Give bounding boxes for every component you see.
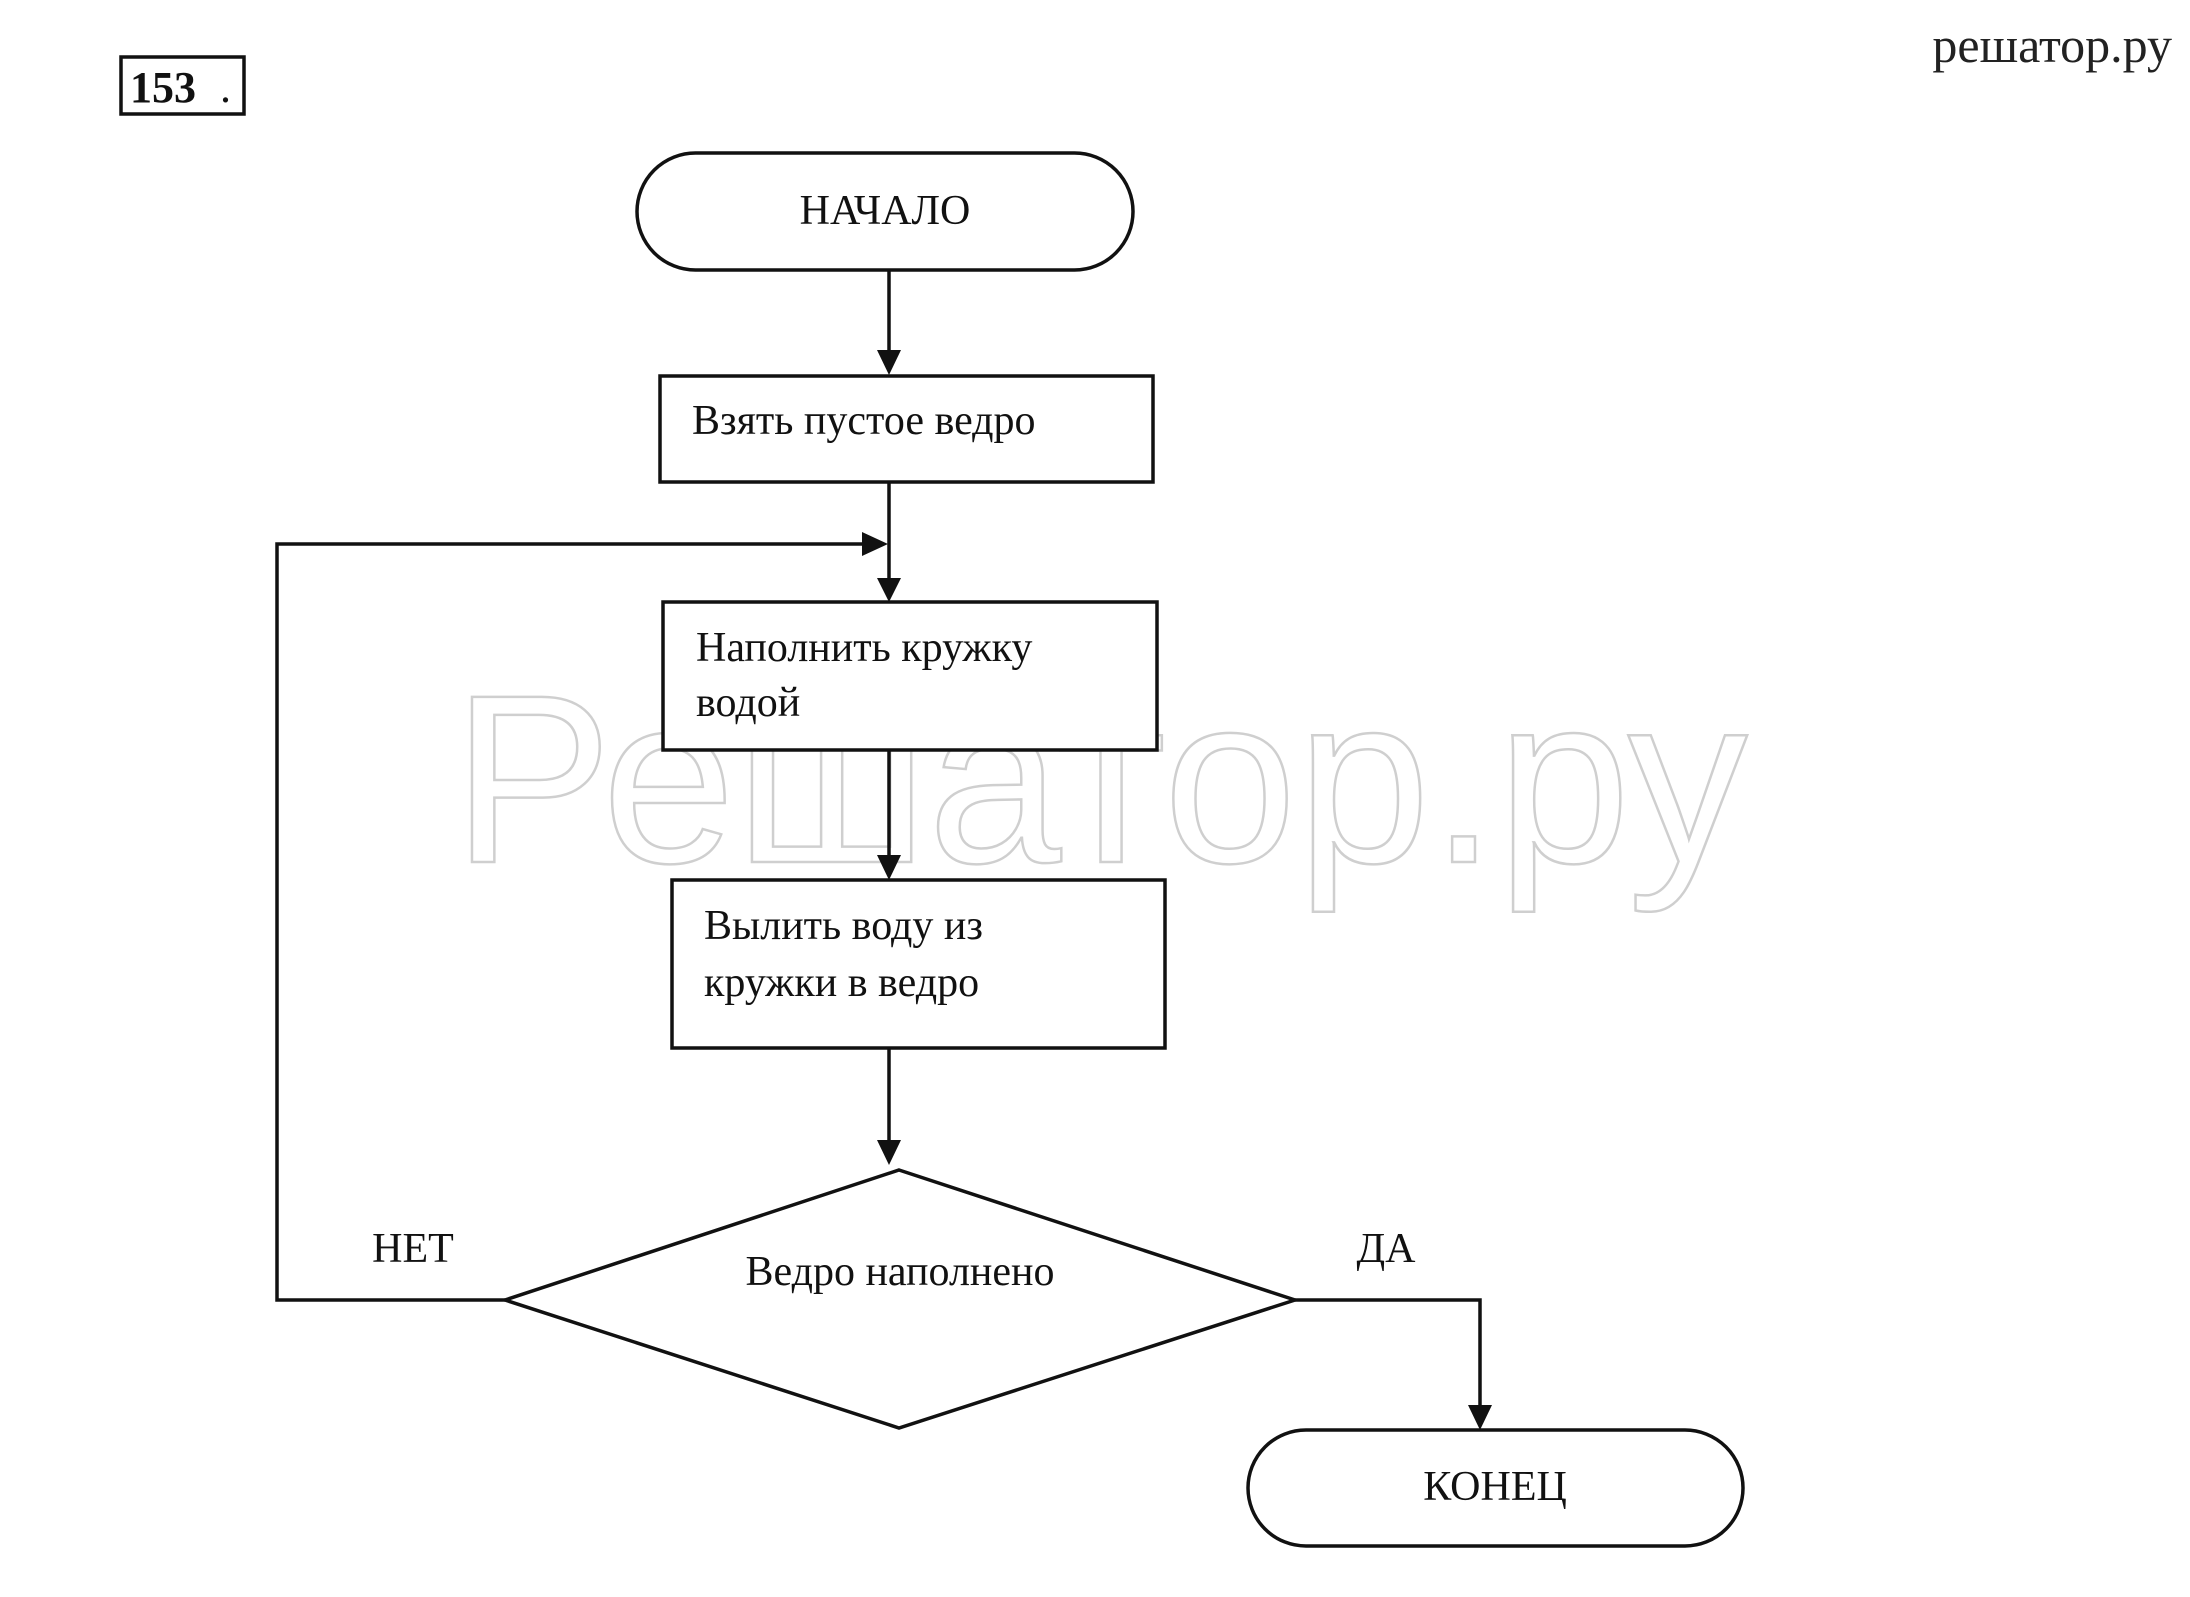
process-pour-water: Вылить воду из кружки в ведро xyxy=(670,878,1167,1050)
branch-no-label: НЕТ xyxy=(372,1226,454,1272)
problem-number-box xyxy=(119,55,246,116)
pour-water-box xyxy=(670,878,1167,1050)
decision-label: Ведро наполнено xyxy=(745,1249,1054,1295)
connector-yes-branch xyxy=(1295,1298,1482,1405)
end-terminator: КОНЕЦ xyxy=(1246,1428,1745,1548)
start-terminator: НАЧАЛО xyxy=(635,151,1135,272)
decision-bucket-full: Ведро наполнено xyxy=(499,1168,1301,1430)
problem-number-dot: . xyxy=(220,63,231,112)
problem-number: 153 xyxy=(130,63,196,112)
start-label: НАЧАЛО xyxy=(800,188,971,234)
decision-diamond xyxy=(499,1168,1301,1430)
fill-mug-label-line1: Наполнить кружку xyxy=(696,625,1032,671)
end-shape xyxy=(1246,1428,1745,1548)
process-take-bucket: Взять пустое ведро xyxy=(658,374,1155,484)
branch-yes-label: ДА xyxy=(1357,1226,1417,1272)
arrowhead-pour-water xyxy=(877,855,901,880)
arrowhead-end xyxy=(1468,1405,1492,1430)
fill-mug-label-line2: водой xyxy=(696,680,800,726)
site-name: решатор.ру xyxy=(1932,17,2172,73)
end-label: КОНЕЦ xyxy=(1423,1464,1567,1510)
problem-number-badge: 153 . xyxy=(119,55,246,116)
start-shape xyxy=(635,151,1135,272)
arrowhead-no-loop xyxy=(862,532,888,556)
take-bucket-label: Взять пустое ведро xyxy=(692,398,1036,444)
pour-water-label-line2: кружки в ведро xyxy=(704,960,979,1006)
pour-water-label-line1: Вылить воду из xyxy=(704,903,983,949)
connector-no-loop xyxy=(275,542,862,1302)
fill-mug-box xyxy=(661,600,1159,752)
arrowhead-fill-mug xyxy=(877,578,901,602)
arrowhead-decision xyxy=(877,1140,901,1165)
take-bucket-box xyxy=(658,374,1155,484)
process-fill-mug: Наполнить кружку водой xyxy=(661,600,1159,752)
arrowhead-take-bucket xyxy=(877,350,901,375)
